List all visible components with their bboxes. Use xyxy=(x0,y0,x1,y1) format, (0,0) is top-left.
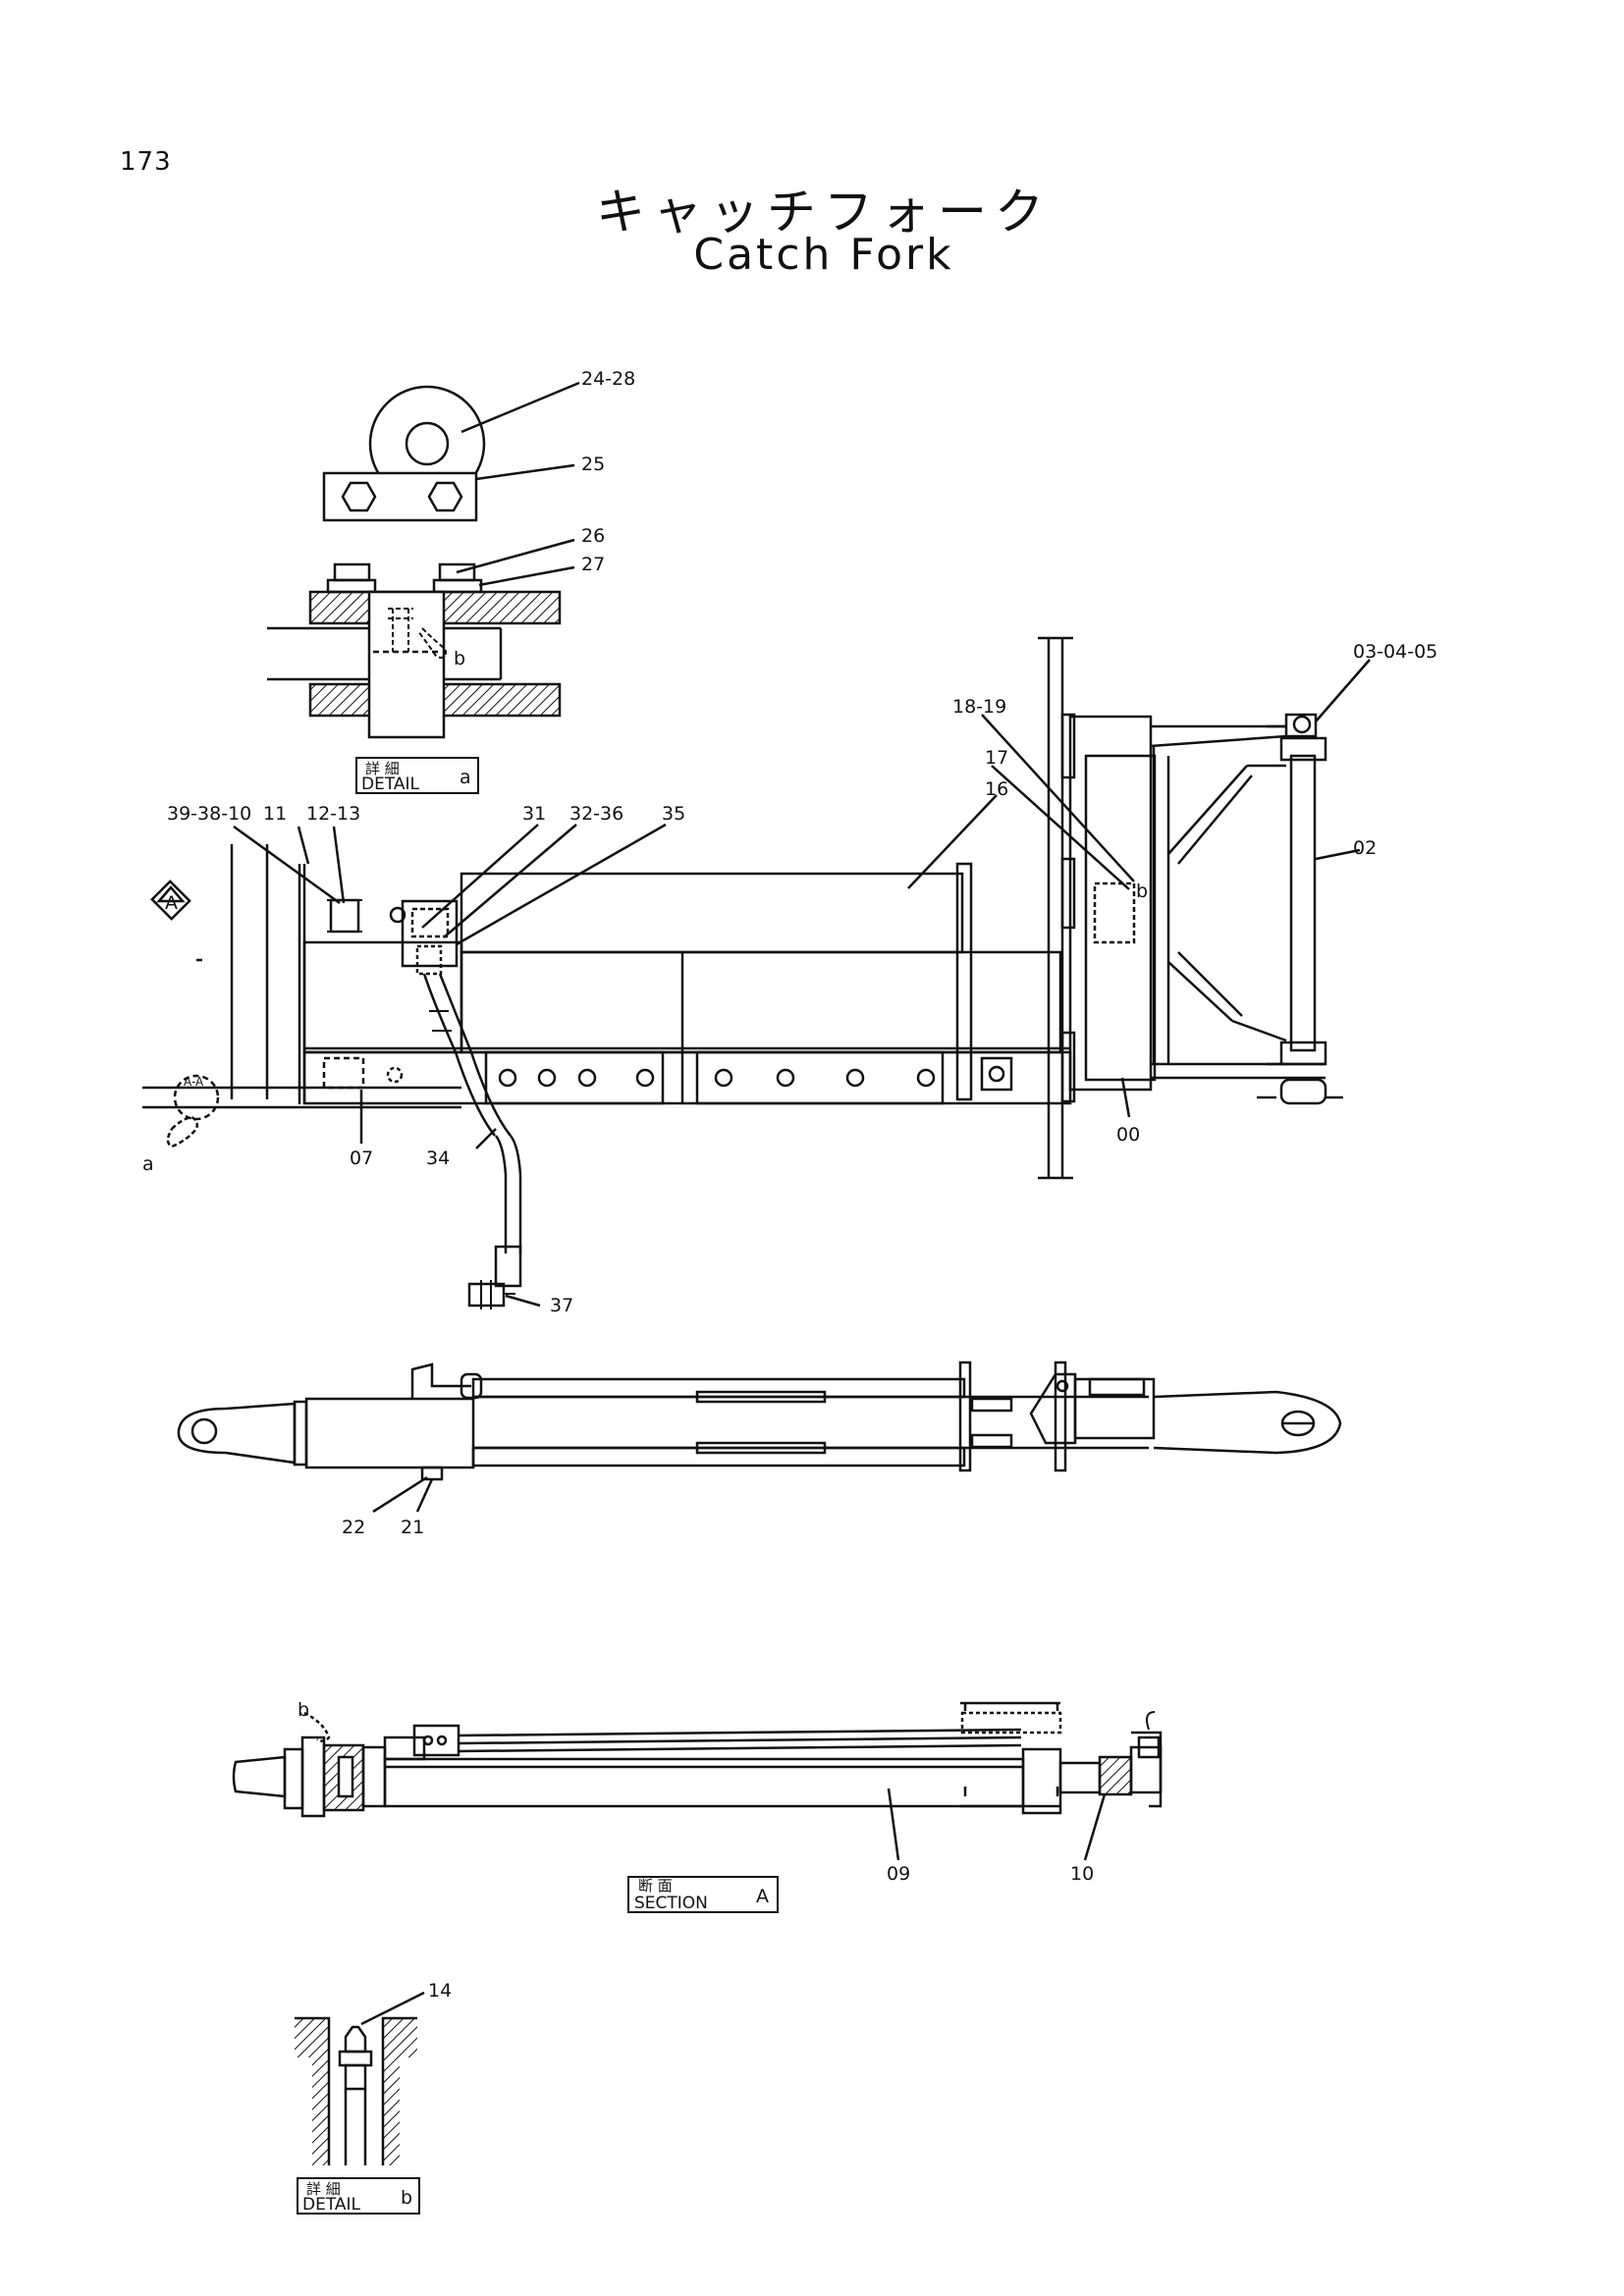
hose-tail xyxy=(494,1135,508,1254)
callout-b-main: b xyxy=(1136,881,1148,902)
callout-16: 16 xyxy=(985,778,1008,800)
callout-00: 00 xyxy=(1116,1124,1140,1146)
title-english: Catch Fork xyxy=(693,230,954,280)
section-a-label-box xyxy=(627,1876,779,1913)
callout-07: 07 xyxy=(350,1148,373,1169)
callout-26: 26 xyxy=(581,525,605,547)
sleeve-ring xyxy=(955,862,973,1101)
hose-34 xyxy=(422,973,496,1137)
callout-18-19: 18-19 xyxy=(952,696,1006,718)
section-a-label-id: A xyxy=(756,1886,769,1907)
side-elevation-view xyxy=(177,1361,1342,1514)
detail-a-label-box xyxy=(355,757,479,794)
section-a-label-en: SECTION xyxy=(634,1894,708,1913)
callout-11: 11 xyxy=(263,803,287,825)
detail-a-hole xyxy=(405,421,450,466)
callout-27: 27 xyxy=(581,554,605,575)
side-bracket xyxy=(1029,1372,1077,1445)
valve-block xyxy=(401,899,459,968)
detail-a-view xyxy=(267,381,580,794)
callout-39-38-10: 39-38-10 xyxy=(167,803,251,825)
callout-24-28: 24-28 xyxy=(581,368,635,390)
fork-shaft-02 xyxy=(1289,754,1317,1052)
callout-35: 35 xyxy=(662,803,685,825)
callout-14: 14 xyxy=(428,1980,452,2002)
section-cut-circle xyxy=(173,1074,220,1121)
callout-02: 02 xyxy=(1353,837,1377,859)
detail-a-hex-nut-left xyxy=(341,481,377,512)
detail-a-bolt-left-head xyxy=(333,562,371,582)
clamp-12-13 xyxy=(329,898,360,934)
callout-10: 10 xyxy=(1070,1863,1094,1885)
callout-a-main: a xyxy=(142,1153,154,1175)
leader-25 xyxy=(475,463,575,481)
detail-b-view xyxy=(295,1991,425,2215)
title-japanese: キャッチフォーク xyxy=(596,184,1052,240)
leader-27 xyxy=(478,565,575,587)
side-handle xyxy=(410,1362,471,1399)
callout-25: 25 xyxy=(581,454,605,475)
callout-32-36: 32-36 xyxy=(569,803,623,825)
callout-12-13: 12-13 xyxy=(306,803,360,825)
detail-a-washer-left xyxy=(326,578,377,594)
callout-17: 17 xyxy=(985,747,1008,769)
detail-a-washer-right xyxy=(432,578,483,594)
detail-a-plate xyxy=(322,471,478,522)
truss-upper xyxy=(1167,765,1248,855)
detail-a-label-jp: 詳 細 xyxy=(365,760,400,777)
leader-26 xyxy=(456,538,575,574)
boom-base-block xyxy=(302,940,463,1054)
callout-03-04-05: 03-04-05 xyxy=(1353,641,1437,663)
detail-b-label-jp: 詳 細 xyxy=(306,2180,341,2198)
fork-foot xyxy=(1279,1078,1327,1105)
right-frame-block xyxy=(1068,715,1153,1092)
detail-a-pin xyxy=(367,590,446,739)
callout-21: 21 xyxy=(401,1517,424,1538)
grease-nipple-14 xyxy=(344,2025,367,2054)
detail-b-label-en: DETAIL xyxy=(302,2195,361,2215)
page-number: 173 xyxy=(120,147,172,177)
boom-upper-tube xyxy=(460,872,964,954)
side-left-eye xyxy=(177,1402,297,1465)
detail-a-marker xyxy=(166,1115,199,1148)
leader-24-28 xyxy=(460,381,580,434)
boom-lower-rail xyxy=(302,1050,1072,1105)
detail-a-hex-nut-right xyxy=(427,481,463,512)
detail-b-label-box xyxy=(297,2177,420,2215)
callout-b-section: b xyxy=(298,1699,309,1721)
section-a-view xyxy=(232,1701,1163,1913)
callout-37: 37 xyxy=(550,1295,573,1316)
callout-09: 09 xyxy=(887,1863,910,1885)
callout-b-detail-a: b xyxy=(454,648,465,669)
coupler-37 xyxy=(467,1282,506,1308)
detail-b-label-id: b xyxy=(401,2187,412,2209)
main-plan-view xyxy=(142,636,1371,1309)
callout-34: 34 xyxy=(426,1148,450,1169)
section-cut-label: A-A xyxy=(184,1075,204,1089)
detail-a-label-id: a xyxy=(460,767,471,788)
section-left-tip xyxy=(232,1755,287,1798)
truss-lower xyxy=(1167,961,1233,1022)
callout-22: 22 xyxy=(342,1517,365,1538)
detail-a-label-en: DETAIL xyxy=(361,774,420,794)
side-right-eye xyxy=(1153,1390,1342,1455)
callout-31: 31 xyxy=(522,803,546,825)
section-marker-a: A xyxy=(165,892,178,914)
section-a-label-jp: 断 面 xyxy=(638,1877,673,1895)
